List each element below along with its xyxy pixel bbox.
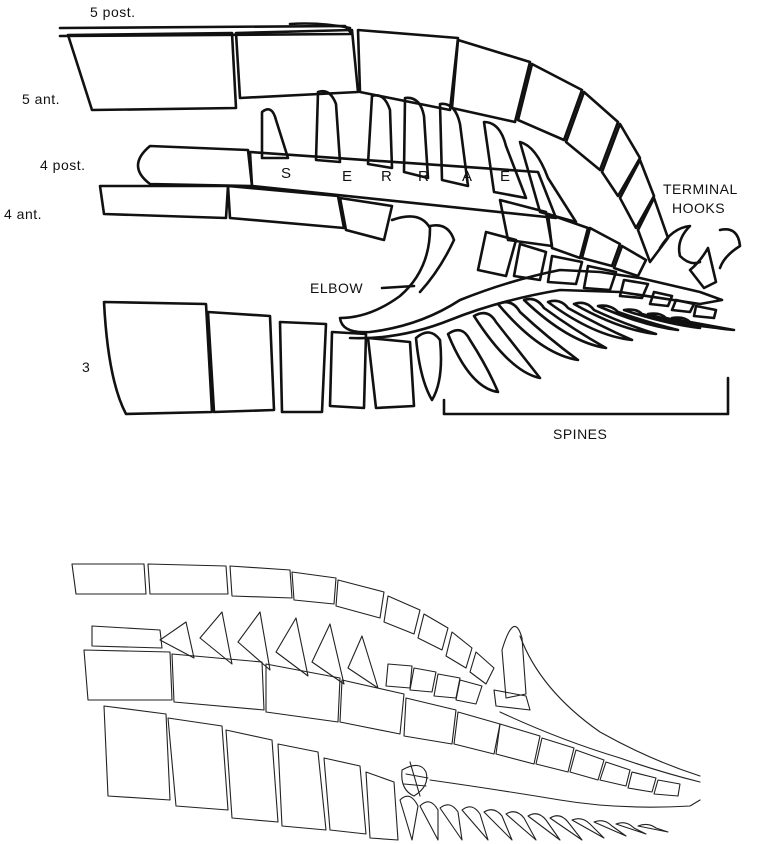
serrae-letter: A — [462, 168, 472, 185]
serrae-letter: E — [342, 168, 352, 185]
row-3-plates — [104, 302, 414, 414]
top-diagram: S E R R A E — [4, 4, 740, 442]
sketch-bottom-spines — [400, 796, 668, 840]
label-5-ant: 5 ant. — [22, 91, 60, 107]
terminal-hook-3 — [720, 229, 740, 268]
label-row-3: 3 — [82, 359, 90, 375]
label-5-post: 5 post. — [90, 4, 136, 20]
label-terminal: TERMINAL — [663, 181, 738, 197]
serrae-letter: E — [500, 168, 510, 185]
label-hooks: HOOKS — [672, 200, 725, 216]
label-4-post: 4 post. — [40, 157, 86, 173]
label-elbow: ELBOW — [310, 280, 363, 296]
row-4-post-bar — [250, 152, 556, 218]
label-4-ant: 4 ant. — [4, 206, 42, 222]
spines-bracket — [444, 378, 728, 414]
label-spines: SPINES — [553, 426, 607, 442]
sketch-top-row — [72, 564, 494, 684]
sketch-serrae-row — [92, 612, 530, 710]
sketch-elbow-tail — [430, 780, 700, 807]
sketch-bottom-row — [104, 706, 398, 840]
serrae-letter: R — [381, 168, 392, 185]
row-4-post-plate — [138, 146, 252, 186]
terminal-hook-2 — [690, 248, 716, 288]
sketch-elbow — [402, 765, 427, 796]
serrae-letter: R — [418, 168, 429, 185]
serrae-letter: S — [281, 165, 291, 182]
bottom-sketch — [72, 564, 700, 840]
